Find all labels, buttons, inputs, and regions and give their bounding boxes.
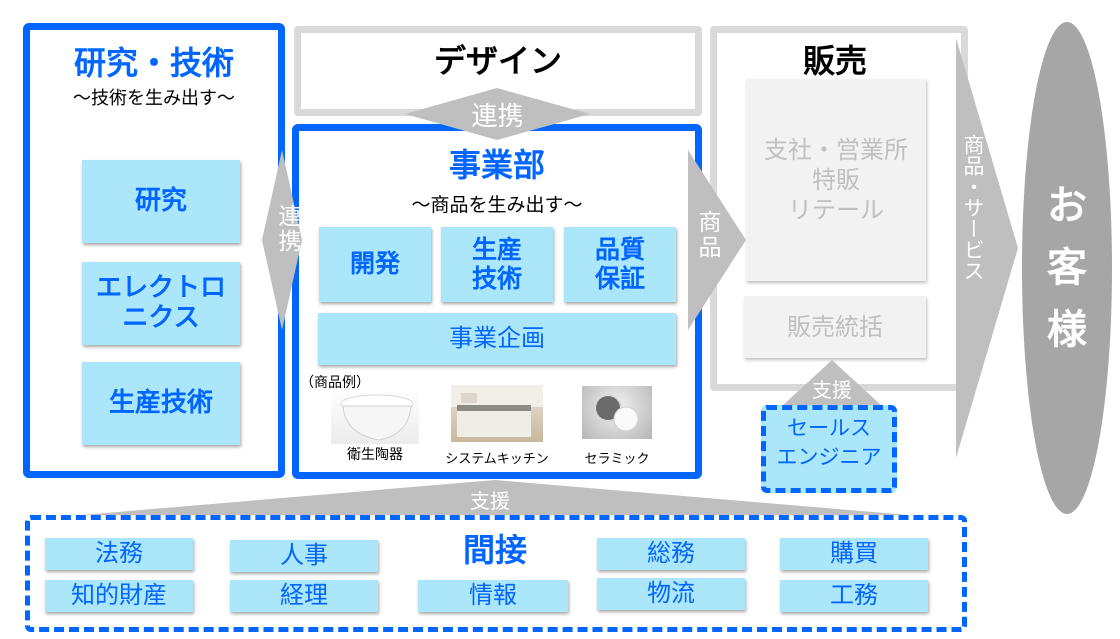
product-label-toilet: 衛生陶器 bbox=[347, 447, 403, 463]
design-title: デザイン bbox=[433, 42, 562, 80]
indirect-title: 間接 bbox=[462, 531, 527, 569]
indirect-item-legal: 法務 bbox=[45, 538, 193, 570]
link-label-research-division: 連携 bbox=[274, 204, 300, 254]
sales-engineer-box bbox=[761, 405, 897, 493]
product-label-kitchen: システムキッチン bbox=[445, 452, 549, 467]
indirect-item-general-affairs: 総務 bbox=[597, 538, 745, 570]
ceramic-disc-image bbox=[582, 386, 652, 439]
product-examples-label: （商品例） bbox=[300, 375, 370, 391]
sales-title: 販売 bbox=[802, 42, 867, 80]
division-function-production-tech: 生産 技術 bbox=[441, 227, 553, 302]
sales-branches: 支社・営業所 特販 リテール bbox=[746, 79, 926, 281]
customer-ellipse bbox=[1022, 22, 1112, 514]
support-label-indirect: 支援 bbox=[470, 488, 510, 513]
product-service-arrow bbox=[956, 38, 1018, 458]
division-subtitle: ～商品を生み出す～ bbox=[411, 194, 583, 216]
sales-engineer-label: セールス エンジニア bbox=[776, 416, 882, 470]
link-label-design-division: 連携 bbox=[471, 101, 524, 132]
research-item-research: 研究 bbox=[82, 160, 240, 243]
indirect-item-hr: 人事 bbox=[230, 540, 378, 572]
toilet-image bbox=[331, 388, 419, 444]
indirect-panel bbox=[25, 515, 967, 632]
product-arrow-division-sales bbox=[688, 150, 746, 330]
kitchen-image bbox=[451, 385, 543, 442]
research-item-electronics: エレクトロ ニクス bbox=[82, 262, 240, 345]
product-label-ceramic: セラミック bbox=[584, 452, 650, 467]
product-arrow-label: 商品 bbox=[694, 210, 720, 260]
indirect-item-ip: 知的財産 bbox=[45, 580, 193, 612]
research-item-production-tech: 生産技術 bbox=[82, 362, 240, 445]
indirect-item-logistics: 物流 bbox=[597, 578, 745, 610]
support-arrow-engineer-sales bbox=[782, 360, 882, 406]
product-service-label: 商品・サービス bbox=[961, 134, 985, 281]
division-function-development: 開発 bbox=[319, 227, 431, 302]
research-tech-subtitle: ～技術を生み出す～ bbox=[73, 88, 235, 109]
indirect-item-information: 情報 bbox=[418, 580, 568, 612]
sales-management: 販売統括 bbox=[744, 296, 926, 358]
support-label-engineer: 支援 bbox=[812, 377, 852, 402]
indirect-item-accounting: 経理 bbox=[230, 580, 378, 612]
division-planning: 事業企画 bbox=[318, 313, 676, 365]
customer-label: お 客 様 bbox=[1047, 183, 1087, 353]
link-arrow-design-division bbox=[405, 88, 590, 140]
indirect-item-purchasing: 購買 bbox=[780, 538, 928, 570]
research-tech-title: 研究・技術 bbox=[73, 44, 234, 82]
division-title: 事業部 bbox=[448, 146, 545, 184]
support-arrow-indirect bbox=[70, 480, 920, 516]
division-function-quality: 品質 保証 bbox=[564, 227, 676, 302]
indirect-item-engineering: 工務 bbox=[780, 580, 928, 612]
link-arrow-research-division bbox=[262, 150, 302, 330]
